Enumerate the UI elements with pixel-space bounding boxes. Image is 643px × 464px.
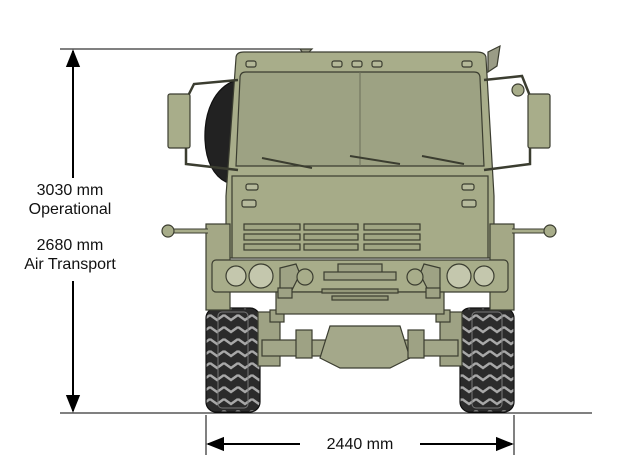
step-left	[277, 287, 293, 299]
air-transport-height-label: 2680 mm Air Transport	[6, 236, 134, 274]
operational-height-value: 3030 mm	[36, 182, 104, 199]
hood-lights	[241, 183, 477, 208]
reference-lines	[60, 48, 592, 455]
grille	[243, 223, 421, 251]
lower-apron	[275, 291, 445, 315]
operational-height-label: 3030 mm Operational	[6, 181, 134, 219]
headlights	[225, 263, 495, 289]
air-transport-height-caption: Air Transport	[24, 256, 116, 273]
bumper-details	[279, 263, 441, 291]
spare-tire	[204, 79, 237, 183]
operational-height-caption: Operational	[28, 201, 112, 218]
step-right	[425, 287, 441, 299]
tire-right	[459, 307, 515, 413]
mirror-left	[167, 78, 239, 172]
width-label: 2440 mm	[300, 435, 420, 454]
tow-hook-right	[512, 224, 557, 238]
tire-left	[205, 307, 261, 413]
mirror-right	[483, 74, 551, 172]
wipers	[261, 155, 465, 169]
truck	[161, 44, 557, 413]
roof-marker-lights	[245, 60, 473, 68]
air-transport-height-value: 2680 mm	[36, 237, 104, 254]
apron-slats	[321, 288, 399, 301]
undercarriage	[257, 309, 463, 369]
tow-hook-left	[161, 224, 208, 238]
